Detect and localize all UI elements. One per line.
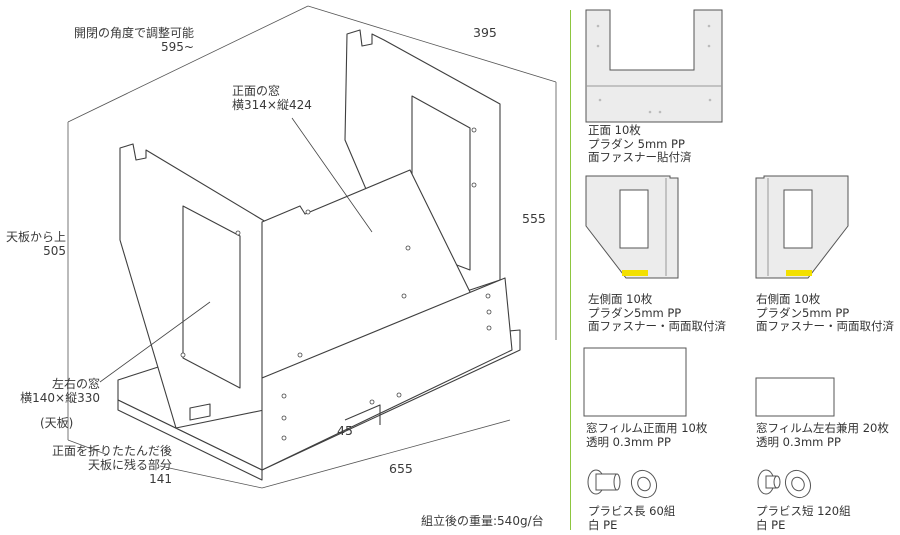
fold-note-line3: 141 — [149, 472, 172, 486]
front-part-line2: プラダン 5mm PP — [588, 136, 685, 151]
rivet-long-line1: プラビス長 60組 — [588, 504, 676, 518]
left-side-line2: プラダン5mm PP — [588, 305, 682, 320]
dim-45: 45 — [337, 423, 353, 438]
right-side-line1: 右側面 10枚 — [756, 292, 821, 306]
dim-line-top — [67, 5, 309, 123]
label-film-side: 窓フィルム左右兼用 20枚 透明 0.3mm PP — [756, 421, 889, 449]
rivet-short-line2: 白 PE — [756, 517, 786, 532]
part-film-front — [583, 347, 687, 417]
left-side-line3: 面ファスナー・両面取付済 — [588, 319, 726, 333]
base-front — [261, 277, 513, 471]
front-part-line1: 正面 10枚 — [588, 123, 641, 137]
section-divider — [570, 10, 571, 530]
rivet-short-line1: プラビス短 120組 — [756, 504, 851, 518]
label-front-part: 正面 10枚 プラダン 5mm PP 面ファスナー貼付済 — [588, 123, 692, 165]
side-window-line1: 左右の窓 — [51, 377, 100, 391]
label-rivet-short: プラビス短 120組 白 PE — [756, 504, 851, 532]
fold-note-line1: 正面を折りたたんだ後 — [51, 444, 172, 458]
rivet-short-icon — [757, 469, 812, 499]
dim-655: 655 — [389, 461, 413, 476]
part-left-side-panel — [585, 175, 679, 279]
side-window-label: 左右の窓 横140×縦330 — [8, 377, 100, 405]
front-window-leader — [291, 117, 373, 233]
right-side-line3: 面ファスナー・両面取付済 — [756, 319, 894, 333]
part-front-panel — [585, 9, 723, 123]
dim-line-bottom-left — [159, 465, 263, 489]
fold-note-line2: 天板に残る部分 — [87, 458, 172, 472]
film-front-line1: 窓フィルム正面用 10枚 — [586, 421, 708, 435]
label-rivet-long: プラビス長 60組 白 PE — [588, 504, 676, 532]
label-left-side-part: 左側面 10枚 プラダン5mm PP 面ファスナー・両面取付済 — [588, 292, 726, 334]
top-to-board-label: 天板から上 505 — [2, 230, 66, 258]
front-window-line2: 横314×縦424 — [232, 98, 312, 112]
side-window-line2: 横140×縦330 — [20, 391, 100, 405]
weight-note: 組立後の重量:540g/台 — [421, 514, 544, 528]
part-film-side — [755, 377, 835, 417]
film-front-line2: 透明 0.3mm PP — [586, 434, 671, 449]
front-part-line3: 面ファスナー貼付済 — [588, 150, 692, 164]
rivet-long-icon — [587, 469, 658, 499]
left-side-line1: 左側面 10枚 — [588, 292, 653, 306]
board-label: (天板) — [40, 416, 74, 430]
label-right-side-part: 右側面 10枚 プラダン5mm PP 面ファスナー・両面取付済 — [756, 292, 894, 334]
rivet-long-line2: 白 PE — [588, 517, 618, 532]
front-window-line1: 正面の窓 — [232, 84, 281, 98]
side-window-leader — [99, 301, 211, 383]
fold-note: 正面を折りたたんだ後 天板に残る部分 141 — [20, 444, 172, 486]
top-to-board-line1: 天板から上 — [5, 230, 66, 244]
angle-note-line1: 開閉の角度で調整可能 — [73, 26, 194, 40]
angle-note: 開閉の角度で調整可能 595~ — [60, 26, 194, 54]
dim-555: 555 — [522, 211, 546, 226]
label-film-front: 窓フィルム正面用 10枚 透明 0.3mm PP — [586, 421, 708, 449]
dim-395: 395 — [473, 25, 497, 40]
film-side-line2: 透明 0.3mm PP — [756, 434, 841, 449]
front-window-label: 正面の窓 横314×縦424 — [232, 84, 312, 112]
dim-line-top-right — [307, 5, 557, 83]
right-side-line2: プラダン5mm PP — [756, 305, 850, 320]
part-right-side-panel — [755, 175, 849, 279]
angle-note-line2: 595~ — [161, 40, 194, 54]
top-to-board-line2: 505 — [43, 244, 66, 258]
dim-line-bottom — [261, 419, 511, 489]
film-side-line1: 窓フィルム左右兼用 20枚 — [756, 421, 889, 435]
